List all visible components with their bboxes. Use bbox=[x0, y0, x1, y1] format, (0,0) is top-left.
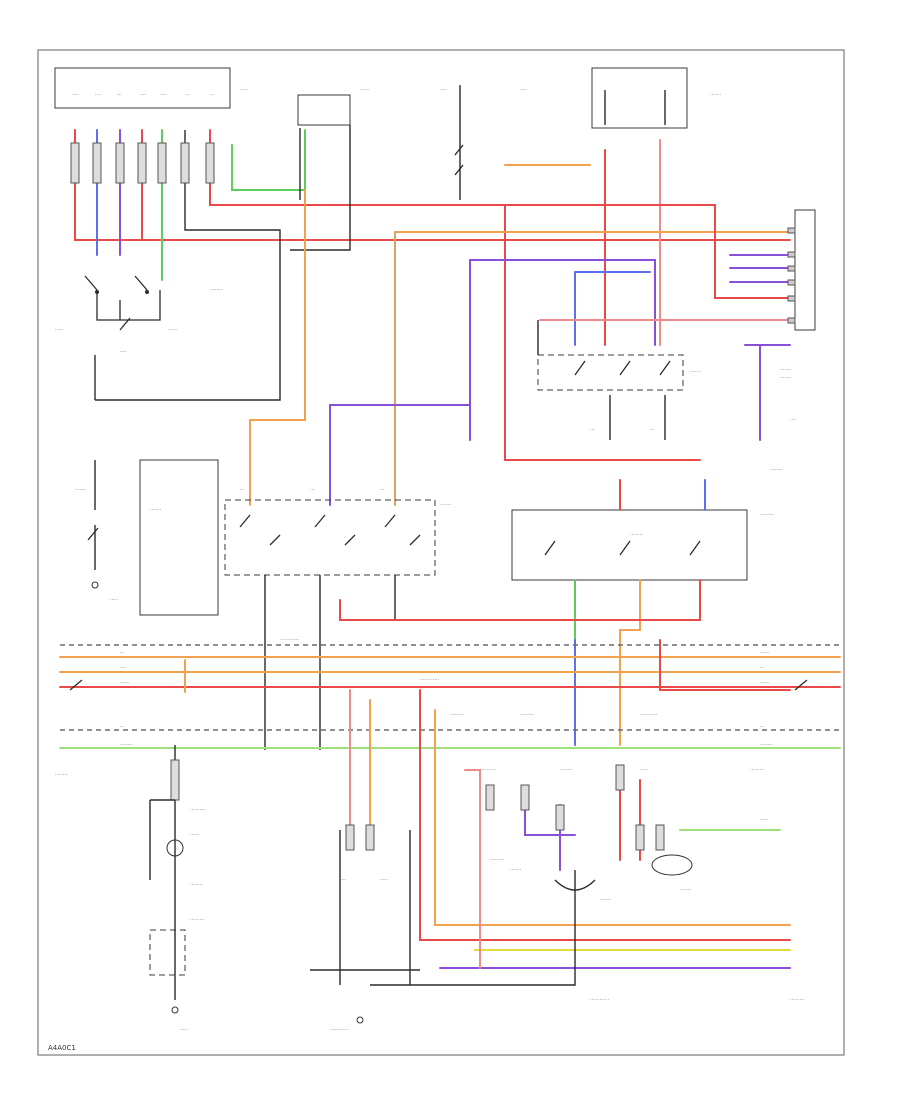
svg-text:....: .... bbox=[160, 91, 167, 97]
svg-text:............: ............ bbox=[590, 996, 609, 1002]
svg-text:.........: ......... bbox=[490, 856, 505, 862]
svg-text:....: .... bbox=[790, 416, 797, 422]
bus-lines: ............. ........... ..............… bbox=[59, 636, 841, 749]
top-left-connector-bank: ........... .............. .............… bbox=[54, 67, 791, 401]
left-switch-module: ................... bbox=[75, 459, 219, 616]
svg-text:...: ... bbox=[590, 426, 595, 432]
center-switch-module: ................ bbox=[224, 486, 452, 750]
svg-text:.......: ....... bbox=[780, 374, 792, 380]
svg-text:...: ... bbox=[650, 426, 655, 432]
svg-text:...: ... bbox=[760, 723, 765, 729]
svg-text:.........: ......... bbox=[520, 711, 535, 717]
svg-text:....: .... bbox=[440, 86, 447, 92]
svg-text:...: ... bbox=[120, 723, 125, 729]
svg-text:......: ...... bbox=[760, 679, 770, 685]
svg-text:...: ... bbox=[185, 91, 190, 97]
svg-text:............: ............ bbox=[420, 676, 439, 682]
svg-text:...: ... bbox=[380, 486, 385, 492]
svg-text:.........: ......... bbox=[450, 711, 465, 717]
svg-text:...: ... bbox=[760, 664, 765, 670]
svg-text:..........: .......... bbox=[480, 766, 496, 772]
svg-text:.......: ....... bbox=[440, 501, 452, 507]
svg-text:.....: ..... bbox=[640, 766, 648, 772]
svg-text:............: ............ bbox=[280, 636, 299, 642]
top-center-modules: ................... ....... bbox=[240, 67, 722, 251]
svg-text:.........: ......... bbox=[750, 766, 765, 772]
svg-text:.....: ..... bbox=[55, 326, 63, 332]
svg-text:........: ........ bbox=[770, 466, 783, 472]
svg-text:....: .... bbox=[120, 664, 127, 670]
svg-text:........: ........ bbox=[760, 741, 773, 747]
svg-text:.....: ..... bbox=[180, 1026, 188, 1032]
svg-text:....: .... bbox=[520, 86, 527, 92]
svg-text:.....: ..... bbox=[760, 816, 768, 822]
svg-text:........: ........ bbox=[560, 766, 573, 772]
svg-text:..........: .......... bbox=[190, 806, 206, 812]
svg-text:.....: ..... bbox=[110, 596, 118, 602]
upper-right-module: ............. bbox=[537, 320, 702, 440]
svg-text:........: ........ bbox=[55, 771, 68, 777]
svg-text:.......: ....... bbox=[510, 866, 522, 872]
svg-text:........: ........ bbox=[630, 531, 643, 537]
svg-text:.......: ....... bbox=[75, 486, 87, 492]
svg-text:........: ........ bbox=[120, 741, 133, 747]
svg-text:...: ... bbox=[210, 91, 215, 97]
svg-text:.......: ....... bbox=[780, 366, 792, 372]
svg-text:.........: ......... bbox=[190, 916, 205, 922]
svg-text:.......: ....... bbox=[690, 368, 702, 374]
svg-text:...........: ........... bbox=[640, 711, 658, 717]
svg-text:.......: ....... bbox=[150, 506, 162, 512]
svg-text:.......: ....... bbox=[710, 91, 722, 97]
connector-box-top-left bbox=[54, 67, 231, 109]
svg-text:....: .... bbox=[140, 91, 147, 97]
svg-text:...: ... bbox=[310, 486, 315, 492]
diagram-frame bbox=[37, 49, 845, 1056]
svg-text:....: .... bbox=[120, 348, 127, 354]
diagram-code: A4A0C1 bbox=[48, 1044, 76, 1052]
svg-text:...: ... bbox=[117, 91, 122, 97]
svg-text:......: ...... bbox=[760, 649, 770, 655]
svg-text:.........: ......... bbox=[760, 511, 775, 517]
svg-text:.....: ..... bbox=[380, 876, 388, 882]
svg-text:....: .... bbox=[95, 91, 102, 97]
svg-text:...: ... bbox=[240, 486, 245, 492]
svg-text:.........: ......... bbox=[790, 996, 805, 1002]
svg-text:......: ...... bbox=[120, 679, 130, 685]
svg-text:....: .... bbox=[340, 876, 347, 882]
right-connector: .......................... bbox=[770, 209, 816, 472]
svg-text:.......: ....... bbox=[600, 896, 612, 902]
svg-text:........: ........ bbox=[190, 881, 203, 887]
svg-text:....: .... bbox=[72, 91, 79, 97]
svg-text:........: ........ bbox=[210, 286, 223, 292]
svg-text:.......: ....... bbox=[680, 886, 692, 892]
right-switch-module: ................. bbox=[339, 479, 775, 746]
svg-text:......: ...... bbox=[360, 86, 370, 92]
svg-text:......: ...... bbox=[168, 326, 178, 332]
lower-left-stack: ........................ ...............… bbox=[55, 745, 206, 1032]
svg-text:...: ... bbox=[120, 649, 125, 655]
svg-text:.....: ..... bbox=[240, 86, 248, 92]
svg-text:............: ............ bbox=[330, 1026, 349, 1032]
svg-text:......: ...... bbox=[190, 831, 200, 837]
